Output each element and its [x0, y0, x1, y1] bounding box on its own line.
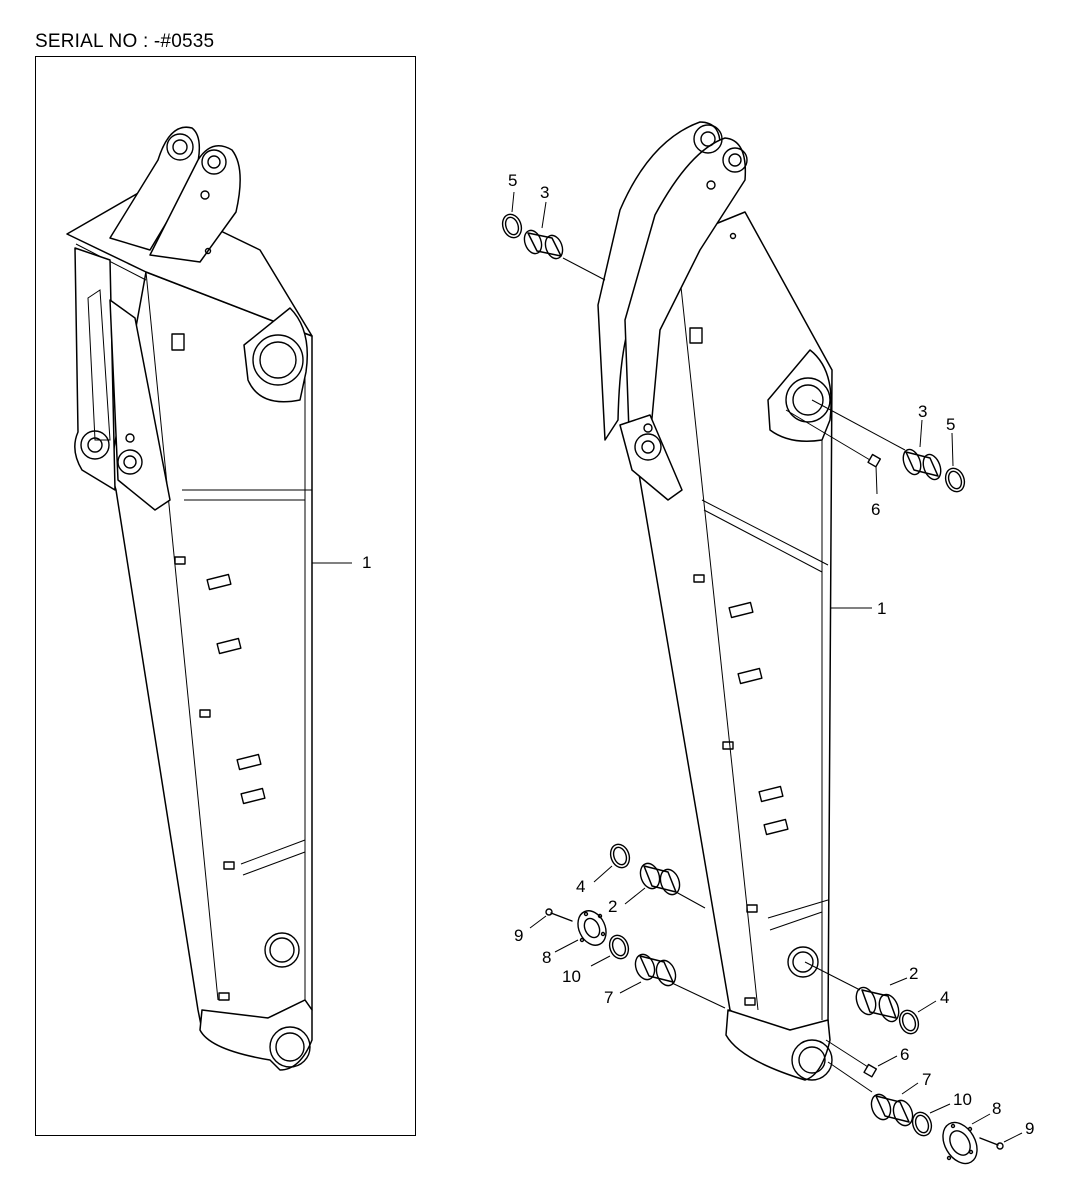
- callout-5-upper-right: 5: [946, 415, 955, 434]
- callout-3-top-left: 3: [540, 183, 549, 202]
- callout-10-lower-right: 10: [953, 1090, 972, 1109]
- callout-6-lower: 6: [900, 1045, 909, 1064]
- left-boom: [66, 126, 352, 1071]
- callout-9-lower-left: 9: [514, 926, 523, 945]
- callout-8-lower-left: 8: [542, 948, 551, 967]
- callout-5-top-left: 5: [508, 171, 517, 190]
- callout-4-lower-right: 4: [940, 988, 949, 1007]
- serial-number: SERIAL NO : -#0535: [35, 31, 215, 52]
- callout-7-lower-left: 7: [604, 988, 613, 1007]
- right-boom: [597, 121, 833, 1081]
- callout-7-lower-right: 7: [922, 1070, 931, 1089]
- callout-3-upper-right: 3: [918, 402, 927, 421]
- callout-10-lower-left: 10: [562, 967, 581, 986]
- callout-2-lower-right: 2: [909, 964, 918, 983]
- callout-2-lower-left: 2: [608, 897, 617, 916]
- callout-4-lower-left: 4: [576, 877, 585, 896]
- callout-1-right: 1: [877, 599, 886, 618]
- exploded-parts: [501, 191, 1023, 1165]
- callout-left-1: 1: [362, 553, 371, 572]
- callout-9-lower-right: 9: [1025, 1119, 1034, 1138]
- callout-8-lower-right: 8: [992, 1099, 1001, 1118]
- callout-6-upper: 6: [871, 500, 880, 519]
- left-detail-frame: [35, 56, 416, 1136]
